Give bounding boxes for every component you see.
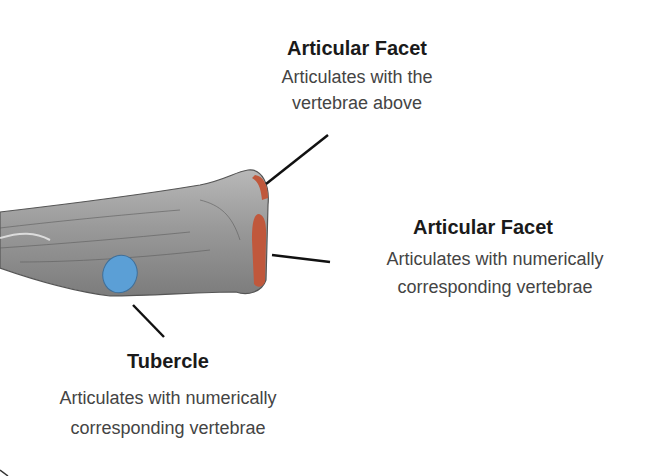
part-description: Articulates with numerically correspondi… <box>347 245 643 301</box>
bone-highlight <box>0 234 50 240</box>
leader-line <box>272 255 330 262</box>
part-description: Articulates with the vertebrae above <box>257 64 457 116</box>
part-name: Articular Facet <box>353 215 613 239</box>
part-description: Articulates with numerically correspondi… <box>20 383 316 443</box>
bone-texture <box>0 200 240 262</box>
superior-facet <box>252 175 268 200</box>
inferior-facet <box>252 214 266 287</box>
part-name: Articular Facet <box>227 36 487 60</box>
adjacent-rib-edge <box>0 470 8 476</box>
leader-line <box>266 135 328 184</box>
part-name: Tubercle <box>68 349 268 373</box>
leader-line <box>133 305 164 337</box>
tubercle-facet <box>98 250 143 297</box>
